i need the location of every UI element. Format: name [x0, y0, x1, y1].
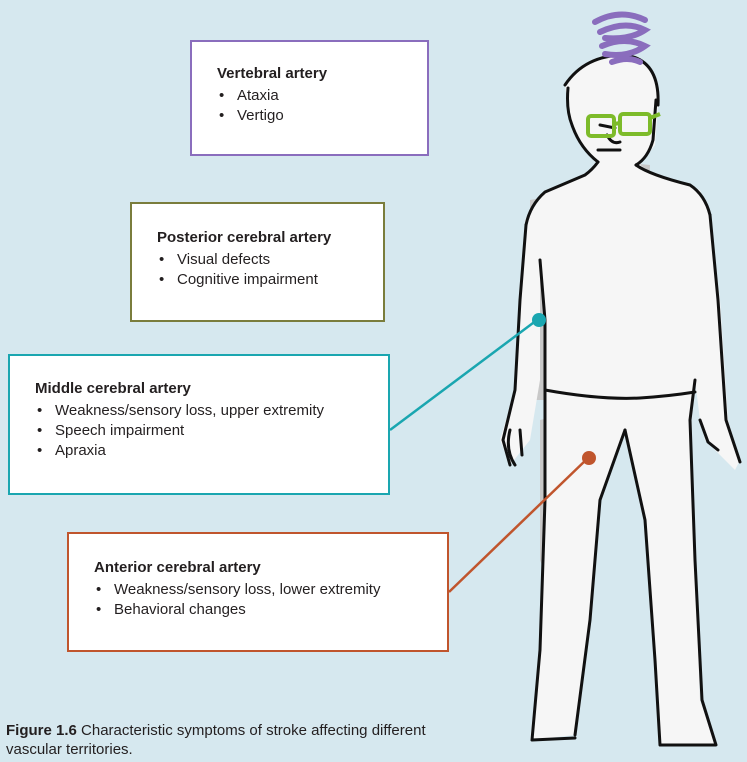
list-item: Apraxia — [35, 441, 388, 461]
anterior-symptom-list: Weakness/sensory loss, lower extremity B… — [94, 580, 447, 620]
list-item: Behavioral changes — [94, 600, 447, 620]
list-item: Cognitive impairment — [157, 270, 383, 290]
vertebral-symptom-list: Ataxia Vertigo — [217, 86, 427, 126]
list-item: Ataxia — [217, 86, 427, 106]
figure-caption: Figure 1.6 Characteristic symptoms of st… — [6, 721, 476, 759]
middle-symptom-list: Weakness/sensory loss, upper extremity S… — [35, 401, 388, 461]
posterior-cerebral-artery-title: Posterior cerebral artery — [157, 228, 383, 248]
anterior-cerebral-artery-title: Anterior cerebral artery — [94, 558, 447, 578]
middle-cerebral-artery-title: Middle cerebral artery — [35, 379, 388, 399]
middle-cerebral-artery-box: Middle cerebral artery Weakness/sensory … — [8, 354, 390, 495]
anterior-connector-dot — [582, 451, 596, 465]
figure-label: Figure 1.6 — [6, 722, 77, 739]
vertebral-artery-title: Vertebral artery — [217, 64, 427, 84]
dizzy-swirl-icon — [595, 14, 645, 62]
posterior-cerebral-artery-box: Posterior cerebral artery Visual defects… — [130, 202, 385, 322]
posterior-symptom-list: Visual defects Cognitive impairment — [157, 250, 383, 290]
figure-body — [500, 55, 740, 745]
list-item: Weakness/sensory loss, lower extremity — [94, 580, 447, 600]
anterior-cerebral-artery-box: Anterior cerebral artery Weakness/sensor… — [67, 532, 449, 652]
list-item: Visual defects — [157, 250, 383, 270]
middle-connector-dot — [532, 313, 546, 327]
list-item: Speech impairment — [35, 421, 388, 441]
list-item: Weakness/sensory loss, upper extremity — [35, 401, 388, 421]
list-item: Vertigo — [217, 106, 427, 126]
vertebral-artery-box: Vertebral artery Ataxia Vertigo — [190, 40, 429, 156]
